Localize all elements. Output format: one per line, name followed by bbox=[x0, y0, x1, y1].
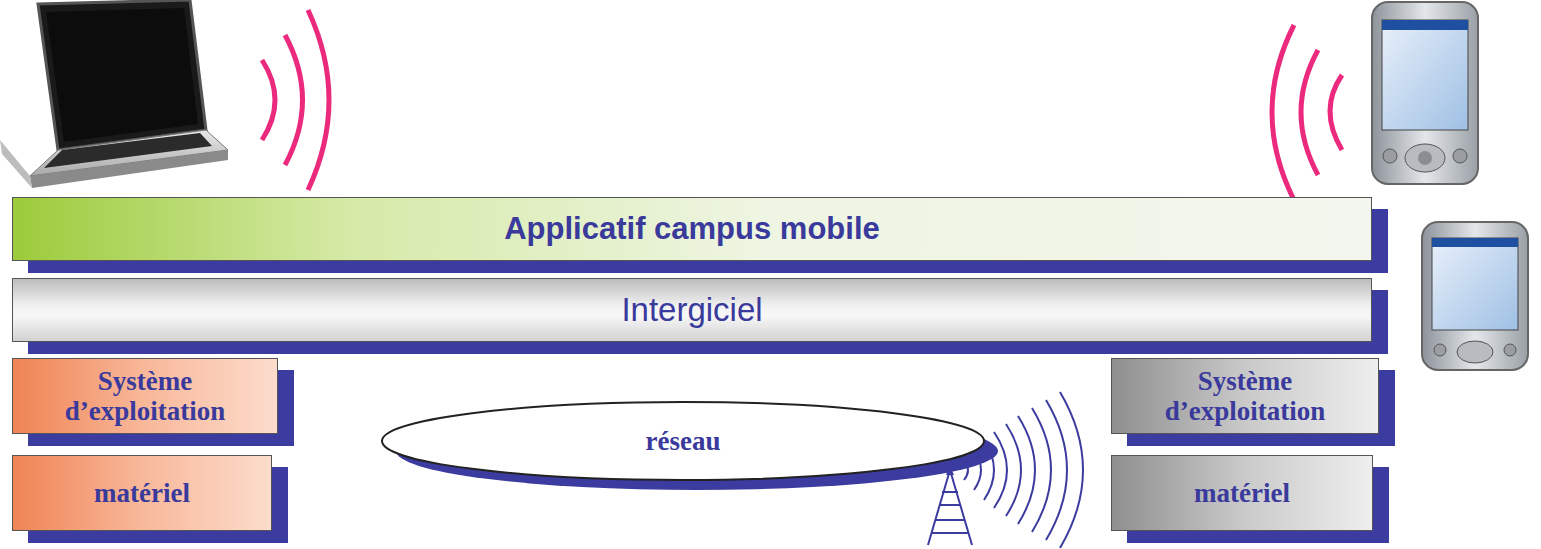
pda-picture bbox=[1372, 2, 1478, 184]
layer-label: Système d’exploitation bbox=[1120, 366, 1370, 426]
layer-label: Applicatif campus mobile bbox=[504, 211, 880, 247]
laptop-picture bbox=[0, 0, 228, 188]
hardware-layer-box: matériel bbox=[1111, 455, 1373, 531]
application-layer-band: Applicatif campus mobile bbox=[12, 197, 1372, 261]
wireless-waves bbox=[262, 10, 329, 190]
layer-label: matériel bbox=[94, 478, 190, 508]
wireless-waves bbox=[1272, 25, 1342, 200]
layer-label: Système d’exploitation bbox=[21, 366, 269, 426]
layer-label: réseau bbox=[646, 426, 721, 456]
os-layer-box: Système d’exploitation bbox=[12, 358, 278, 434]
layer-label: matériel bbox=[1194, 478, 1290, 508]
middleware-layer-band: Intergiciel bbox=[12, 278, 1372, 342]
network-ellipse: réseau bbox=[380, 400, 986, 482]
hardware-layer-box: matériel bbox=[12, 455, 272, 531]
layer-label: Intergiciel bbox=[621, 291, 762, 329]
pda-picture bbox=[1422, 222, 1528, 370]
os-layer-box: Système d’exploitation bbox=[1111, 358, 1379, 434]
